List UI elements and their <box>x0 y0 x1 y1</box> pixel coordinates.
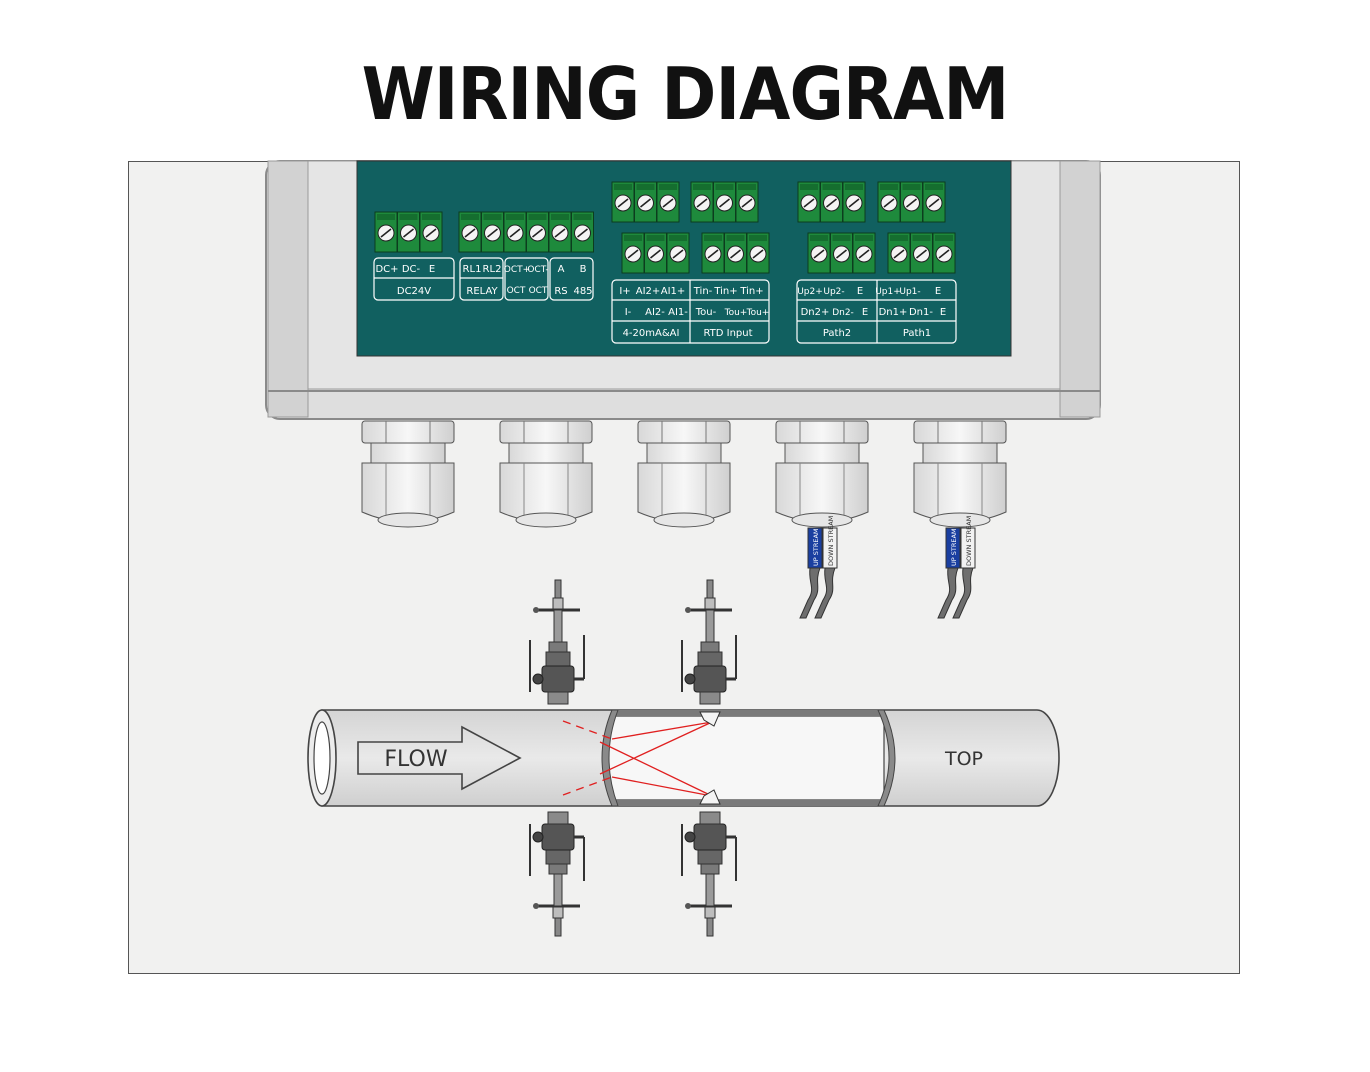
dn2-minus-label: Dn2- <box>832 308 854 318</box>
rs-label: RS <box>554 286 567 297</box>
transducer-head <box>699 789 721 805</box>
tou-plus-label-1: Tou+ <box>724 308 748 318</box>
path2-e-label-1: E <box>857 286 863 297</box>
upstream-tag-1: UP STREAM <box>950 528 958 566</box>
rs-a-label: A <box>558 264 565 275</box>
up1-minus-label: Up1- <box>899 287 920 297</box>
dn1-minus-label: Dn1- <box>909 307 933 318</box>
transducer-mount <box>681 811 737 937</box>
downstream-tag-1: DOWN STREAM <box>965 516 973 566</box>
terminal-block <box>887 232 956 274</box>
terminal-block <box>701 232 770 274</box>
transducer-mount <box>529 579 585 705</box>
path2-label: Path2 <box>823 328 851 339</box>
tou-minus-label: Tou- <box>695 307 717 318</box>
up2-minus-label: Up2- <box>823 287 844 297</box>
tin-minus-label: Tin- <box>693 286 713 297</box>
ai-group-label: 4-20mA&AI <box>623 328 680 339</box>
oct-plus-label: OCT+ <box>504 265 530 275</box>
transducer-head <box>699 711 721 727</box>
ai1-minus-label: AI1- <box>668 307 688 318</box>
path1-label: Path1 <box>903 328 931 339</box>
cable-gland <box>361 420 455 528</box>
pipe-cutaway <box>604 715 885 801</box>
oct-label-2: OCT <box>529 286 548 296</box>
top-label: TOP <box>944 748 983 770</box>
dc-plus-label: DC+ <box>375 264 398 275</box>
oct-minus-label: OCT- <box>527 265 548 275</box>
tin-plus-label-2: Tin+ <box>739 286 763 297</box>
path1-e-label-2: E <box>940 307 946 318</box>
transducer-mount <box>681 579 737 705</box>
path1-e-label-1: E <box>935 286 941 297</box>
up2-plus-label: Up2+ <box>797 287 823 297</box>
path2-e-label-2: E <box>862 307 868 318</box>
tou-plus-label-2: Tou+ <box>746 308 770 318</box>
dn2-plus-label: Dn2+ <box>801 307 830 318</box>
ai2-plus-label: AI2+ <box>636 286 661 297</box>
terminal-block <box>611 181 680 223</box>
upstream-tag-2: UP STREAM <box>812 528 820 566</box>
flow-arrow: FLOW <box>357 725 522 791</box>
up1-plus-label: Up1+ <box>875 287 901 297</box>
rtd-group-label: RTD Input <box>703 328 752 339</box>
transducer-cables: UP STREAM DOWN STREAM UP STREAM DOWN STR… <box>799 516 976 619</box>
page-title: WIRING DIAGRAM <box>361 52 1010 136</box>
ai1-plus-label: AI1+ <box>661 286 686 297</box>
485-label: 485 <box>573 286 592 297</box>
transducer-mount <box>529 811 585 937</box>
pipe <box>307 709 1060 807</box>
signal-paths <box>562 720 713 797</box>
terminal-block <box>877 181 946 223</box>
ai2-minus-label: AI2- <box>645 307 665 318</box>
cable-glands <box>361 420 1007 528</box>
dc-minus-label: DC- <box>402 264 421 275</box>
dc24v-label: DC24V <box>397 286 431 297</box>
dn1-plus-label: Dn1+ <box>879 307 908 318</box>
terminal-block <box>807 232 876 274</box>
rl2-label: RL2 <box>483 264 502 275</box>
cable-gland <box>913 420 1007 528</box>
panel-labels: DC+ DC- E DC24V RL1 RL2 RELAY OCT+ OCT- … <box>375 264 946 339</box>
cable-gland <box>637 420 731 528</box>
i-minus-label: I- <box>625 307 632 318</box>
flow-label: FLOW <box>384 747 447 772</box>
cable-gland <box>775 420 869 528</box>
terminal-block <box>690 181 759 223</box>
terminal-block <box>374 211 443 253</box>
terminal-blocks <box>374 181 956 274</box>
i-plus-label: I+ <box>619 286 630 297</box>
dc-earth-label: E <box>429 264 435 275</box>
terminal-block <box>621 232 690 274</box>
downstream-tag-2: DOWN STREAM <box>827 516 835 566</box>
rs-b-label: B <box>580 264 587 275</box>
relay-label: RELAY <box>466 286 498 297</box>
tin-plus-label-1: Tin+ <box>713 286 737 297</box>
terminal-block <box>797 181 866 223</box>
terminal-block <box>458 211 594 253</box>
oct-label-1: OCT <box>507 286 526 296</box>
rl1-label: RL1 <box>463 264 482 275</box>
transducers <box>529 579 737 937</box>
label-boxes <box>373 257 957 344</box>
cable-gland <box>499 420 593 528</box>
